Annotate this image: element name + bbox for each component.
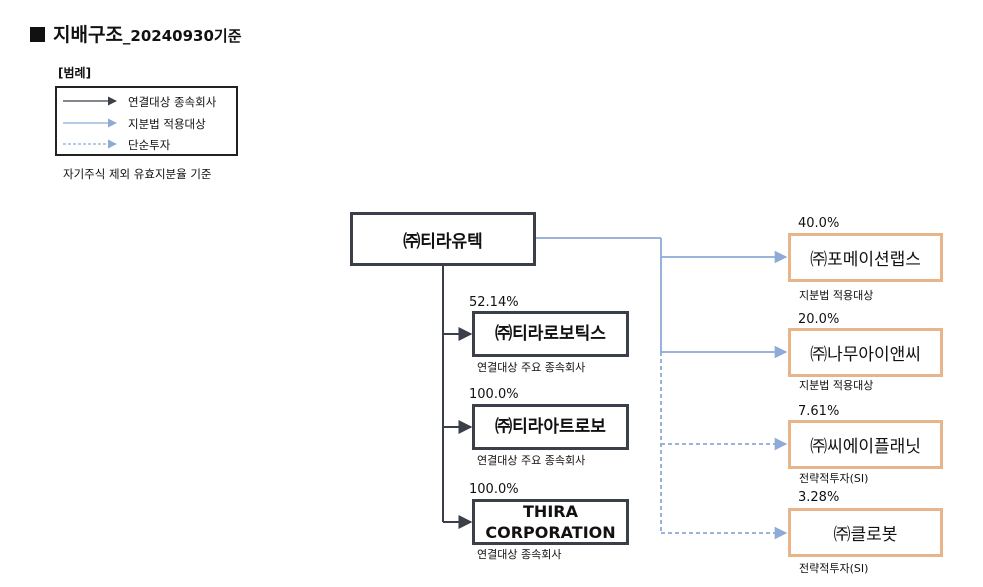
- subsidiary-name: ㈜티라로보틱스: [495, 323, 606, 344]
- subsidiary-caption: 연결대상 주요 종속회사: [477, 454, 586, 467]
- legend-item-consolidated: 연결대상 종속회사: [128, 95, 217, 109]
- investee-name: ㈜나무아이앤씨: [810, 345, 921, 365]
- legend-note: 자기주식 제외 유효지분율 기준: [63, 167, 212, 181]
- subsidiary-pct: 100.0%: [469, 482, 519, 497]
- square-bullet-icon: [30, 27, 45, 42]
- parent-company-node: ㈜티라유텍: [350, 212, 536, 266]
- subsidiary-node-thira-corporation: THIRA CORPORATION: [472, 499, 629, 545]
- investee-caption: 지분법 적용대상: [799, 379, 874, 392]
- page-title: 지배구조_20240930기준: [30, 20, 242, 47]
- investee-node-formation-labs: ㈜포메이션랩스: [788, 233, 943, 282]
- parent-company-name: ㈜티라유텍: [403, 231, 483, 252]
- page-title-text: 지배구조: [53, 24, 123, 46]
- investee-pct: 7.61%: [798, 404, 840, 419]
- investee-caption: 전략적투자(SI): [799, 562, 869, 575]
- investee-caption: 지분법 적용대상: [799, 289, 874, 302]
- subsidiary-name: THIRA CORPORATION: [485, 502, 616, 542]
- investee-node-namu-inc: ㈜나무아이앤씨: [788, 328, 943, 377]
- investee-node-clobot: ㈜클로봇: [788, 508, 943, 557]
- legend-title: [범례]: [58, 66, 92, 80]
- subsidiary-pct: 100.0%: [469, 387, 519, 402]
- page-title-date: _20240930기준: [122, 27, 242, 45]
- investee-caption: 전략적투자(SI): [799, 472, 869, 485]
- subsidiary-node-robotics: ㈜티라로보틱스: [472, 311, 629, 357]
- legend-item-equity-method: 지분법 적용대상: [128, 117, 206, 131]
- subsidiary-node-artrobo: ㈜티라아트로보: [472, 404, 629, 450]
- investee-pct: 3.28%: [798, 490, 840, 505]
- investee-name: ㈜씨에이플래닛: [810, 437, 921, 457]
- investee-node-ca-planet: ㈜씨에이플래닛: [788, 420, 943, 469]
- subsidiary-name: ㈜티라아트로보: [495, 416, 606, 437]
- investee-pct: 20.0%: [798, 312, 840, 327]
- legend-box: [55, 86, 238, 156]
- legend-item-simple-investment: 단순투자: [128, 138, 171, 152]
- investee-name: ㈜클로봇: [833, 525, 898, 545]
- subsidiary-pct: 52.14%: [469, 295, 519, 310]
- subsidiary-caption: 연결대상 주요 종속회사: [477, 361, 586, 374]
- subsidiary-caption: 연결대상 종속회사: [477, 548, 562, 561]
- investee-name: ㈜포메이션랩스: [810, 250, 921, 270]
- investee-pct: 40.0%: [798, 216, 840, 231]
